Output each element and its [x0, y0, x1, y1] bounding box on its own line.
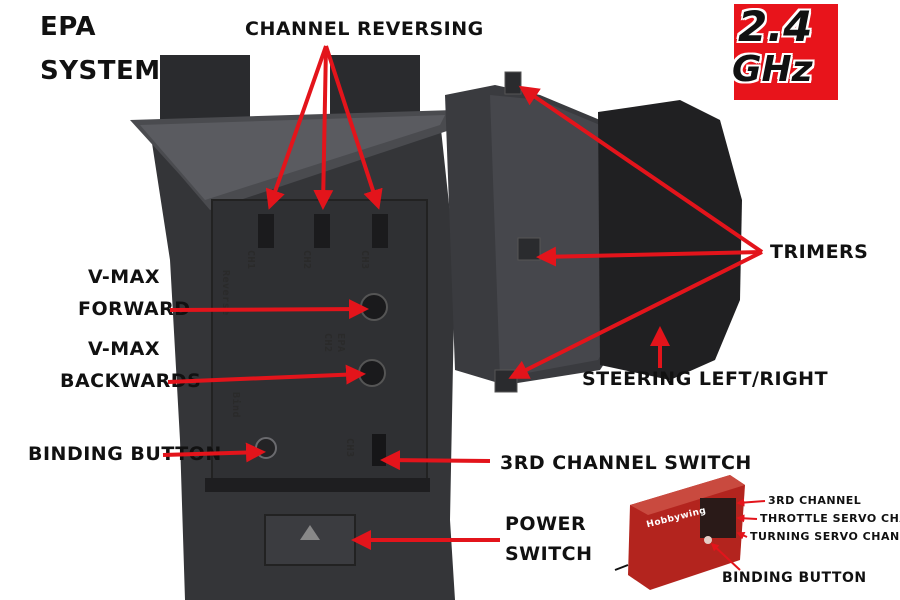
arrow-vmax-forward: [169, 299, 369, 320]
arrow-receiver-binding: [710, 542, 741, 571]
ch1-switch: [258, 214, 274, 248]
title-line-2: SYSTEM: [40, 56, 161, 86]
arrow-trimer-bottom: [508, 250, 763, 379]
title-line-1: EPA: [40, 12, 97, 42]
receiver-label-third-channel: 3RD CHANNEL: [768, 494, 862, 507]
label-vmax-backwards-2: BACKWARDS: [60, 370, 202, 392]
arrow-receiver-turning: [736, 531, 748, 540]
arrow-binding-button: [162, 442, 266, 463]
arrow-receiver-third-channel: [736, 498, 766, 507]
badge-line-1: 2.4: [738, 2, 813, 51]
power-arrow-icon: [300, 525, 320, 540]
receiver-label-turning: TURNING SERVO CHANNEL: [750, 530, 900, 543]
label-power-1: POWER: [505, 513, 587, 535]
arrow-channel-ch1: [265, 45, 328, 210]
label-channel-reversing: CHANNEL REVERSING: [245, 18, 484, 40]
receiver-label-throttle: THROTTLE SERVO CHANNEL: [760, 512, 900, 525]
receiver-bind-button: [704, 536, 712, 544]
label-third-channel-switch: 3RD CHANNEL SWITCH: [500, 452, 752, 474]
label-trimers: TRIMERS: [770, 241, 869, 263]
handle-top-left: [160, 55, 250, 125]
receiver-pins: [700, 498, 736, 538]
label-vmax-forward-2: FORWARD: [78, 298, 191, 320]
arrow-trimer-top: [518, 85, 764, 254]
receiver-illustration: [614, 475, 745, 590]
badge-line-2: GHz: [732, 49, 813, 90]
frequency-badge: [734, 4, 838, 100]
receiver-label-binding: BINDING BUTTON: [722, 570, 867, 586]
arrow-third-channel-switch: [380, 450, 491, 471]
label-vmax-forward-1: V-MAX: [88, 266, 160, 288]
label-power-2: SWITCH: [505, 543, 593, 565]
trimer-top: [504, 71, 522, 95]
label-vmax-backwards-1: V-MAX: [88, 338, 160, 360]
label-binding-button: BINDING BUTTON: [28, 443, 222, 465]
arrow-channel-ch3: [324, 45, 383, 210]
arrow-channel-ch2: [313, 45, 334, 210]
arrow-vmax-backwards: [167, 364, 366, 385]
ch2-switch: [314, 214, 330, 248]
label-steering: STEERING LEFT/RIGHT: [582, 368, 829, 390]
steering-wheel-foam: [598, 100, 742, 380]
arrow-receiver-throttle: [736, 514, 758, 523]
ch3-reverse-switch: [372, 214, 388, 248]
arrow-trimer-middle: [536, 246, 763, 267]
